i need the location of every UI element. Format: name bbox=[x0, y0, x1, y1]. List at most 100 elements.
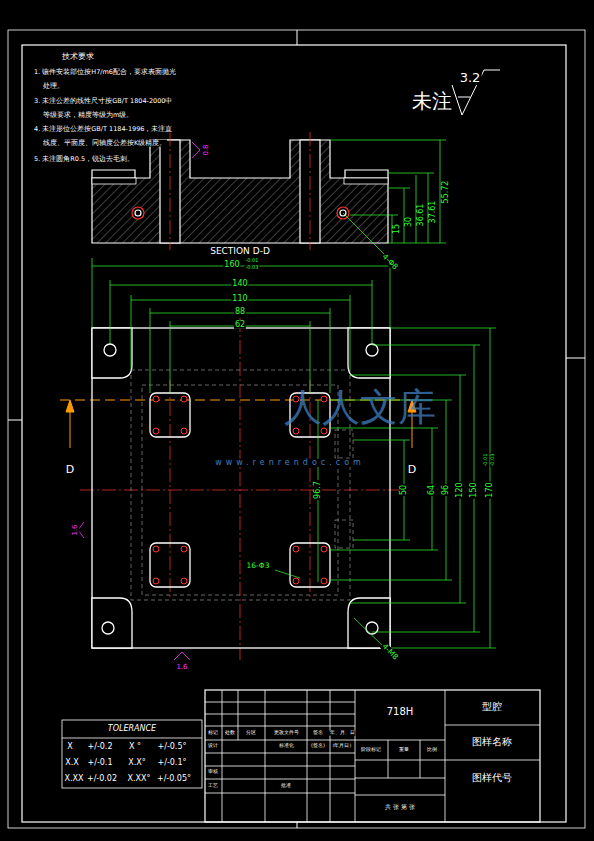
title-block bbox=[238, 690, 239, 740]
plan-view bbox=[104, 344, 116, 356]
drawing-label: X.XX° bbox=[127, 775, 152, 783]
roughness-mark bbox=[78, 142, 200, 660]
dimension-line bbox=[372, 280, 373, 344]
title-block bbox=[355, 795, 445, 796]
title-block bbox=[222, 690, 223, 822]
drawing-label: 62 bbox=[234, 321, 246, 329]
pin-hole bbox=[153, 546, 159, 552]
dimension-line bbox=[330, 140, 446, 141]
center-line bbox=[310, 132, 311, 250]
drawing-label: 140 bbox=[231, 280, 248, 288]
dimension-line bbox=[390, 328, 496, 329]
drawing-label: 30 bbox=[405, 216, 413, 228]
drawing-label: 技术要求 bbox=[61, 53, 95, 61]
title-block-cell: 型腔 bbox=[481, 702, 503, 713]
drawing-label: SECTION D-D bbox=[209, 247, 271, 256]
sheet-frame bbox=[8, 30, 585, 828]
title-block bbox=[205, 714, 355, 715]
drawing-label: +/-0.05° bbox=[156, 775, 192, 783]
drawing-label: -0.03 bbox=[245, 265, 260, 270]
pin-hole bbox=[181, 578, 187, 584]
plan-view bbox=[290, 543, 330, 587]
drawing-label: 1.6 bbox=[175, 664, 188, 671]
section-view bbox=[92, 178, 136, 184]
center-line bbox=[170, 132, 171, 250]
title-block-cell: 共 张 第 张 bbox=[384, 805, 415, 811]
title-block bbox=[205, 793, 355, 794]
pin-hole bbox=[321, 428, 327, 434]
dimension-line bbox=[353, 440, 410, 441]
dimension-line bbox=[354, 618, 385, 648]
plan-view bbox=[92, 328, 132, 378]
dimension-line bbox=[440, 140, 441, 243]
drawing-label: -0.01 bbox=[483, 453, 488, 468]
title-block-cell: (年月日) bbox=[332, 744, 353, 749]
plan-view bbox=[348, 598, 390, 648]
drawing-label: 5. 未注圆角R0.5，锐边去毛刺。 bbox=[33, 156, 135, 163]
title-block-cell: 设计 bbox=[207, 743, 219, 748]
title-block-cell: 更改文件号 bbox=[273, 730, 300, 735]
title-block bbox=[265, 690, 266, 822]
drawing-label: 未注 bbox=[411, 91, 453, 112]
title-block-cell: 年、月、日 bbox=[329, 731, 356, 736]
title-block bbox=[307, 690, 308, 822]
watermark: www.renrendoc.com bbox=[214, 459, 366, 467]
title-block bbox=[445, 725, 540, 726]
tolerance-table bbox=[62, 738, 202, 739]
plan-view bbox=[150, 543, 190, 587]
dimension-line bbox=[353, 540, 410, 541]
drawing-label: 等级要求，精度等级为m级。 bbox=[42, 112, 134, 119]
drawing-label: 64 bbox=[428, 484, 436, 496]
title-block-cell: 比例 bbox=[426, 747, 438, 752]
sheet-frame bbox=[22, 45, 566, 822]
dimension-line bbox=[131, 295, 132, 370]
dimension-line bbox=[330, 580, 452, 581]
title-block bbox=[205, 753, 355, 754]
drawing-label: 1. 镶件安装部位按H7/m6配合，要求表面抛光 bbox=[33, 69, 177, 76]
drawing-label: X bbox=[66, 743, 73, 751]
section-view bbox=[344, 178, 388, 184]
drawing-label: 150 bbox=[470, 481, 478, 498]
drawing-label: 处理。 bbox=[42, 83, 65, 90]
drawing-label: X.X bbox=[64, 759, 80, 767]
drawing-label: 37.61 bbox=[429, 200, 437, 225]
title-block-cell: 分区 bbox=[245, 730, 257, 735]
drawing-label: D bbox=[65, 464, 75, 476]
title-block bbox=[205, 779, 355, 780]
dimension-line bbox=[110, 280, 111, 344]
section-view bbox=[132, 207, 144, 219]
drawing-label: 36.61 bbox=[417, 203, 425, 228]
sheet-frame bbox=[8, 30, 585, 828]
drawing-label: 4. 未注形位公差按GB/T 1184-1996，未注直 bbox=[33, 126, 173, 133]
title-block-cell: 重量 bbox=[398, 747, 410, 752]
hidden-line bbox=[335, 430, 353, 458]
title-block-cell: 工艺 bbox=[207, 783, 219, 788]
title-block-cell: 阶段标记 bbox=[360, 747, 382, 752]
hidden-line bbox=[335, 520, 353, 548]
pin-hole bbox=[293, 546, 299, 552]
dimension-line bbox=[92, 258, 93, 328]
dimension-line bbox=[170, 321, 171, 393]
dimension-line bbox=[350, 603, 466, 604]
sheet-frame bbox=[8, 420, 22, 421]
pin-hole bbox=[293, 428, 299, 434]
roughness-symbol bbox=[452, 70, 500, 115]
plan-view bbox=[92, 328, 390, 648]
dimension-line bbox=[388, 188, 410, 189]
drawing-label: 50 bbox=[400, 484, 408, 496]
roughness-symbol bbox=[452, 70, 500, 115]
tolerance-table bbox=[62, 720, 202, 788]
title-block-cell: 图样代号 bbox=[471, 773, 513, 784]
dimension-line bbox=[343, 213, 385, 255]
title-block bbox=[420, 740, 421, 778]
pin-hole bbox=[321, 546, 327, 552]
drawing-label: +/-0.1 bbox=[86, 759, 113, 767]
dimension-line bbox=[388, 243, 446, 244]
plan-view bbox=[102, 622, 114, 634]
pin-hole bbox=[153, 578, 159, 584]
dimension-line bbox=[150, 308, 151, 393]
drawing-label: 4-M8 bbox=[380, 642, 400, 662]
drawing-label: -0.01 bbox=[245, 258, 260, 263]
dimension-line bbox=[372, 345, 480, 346]
